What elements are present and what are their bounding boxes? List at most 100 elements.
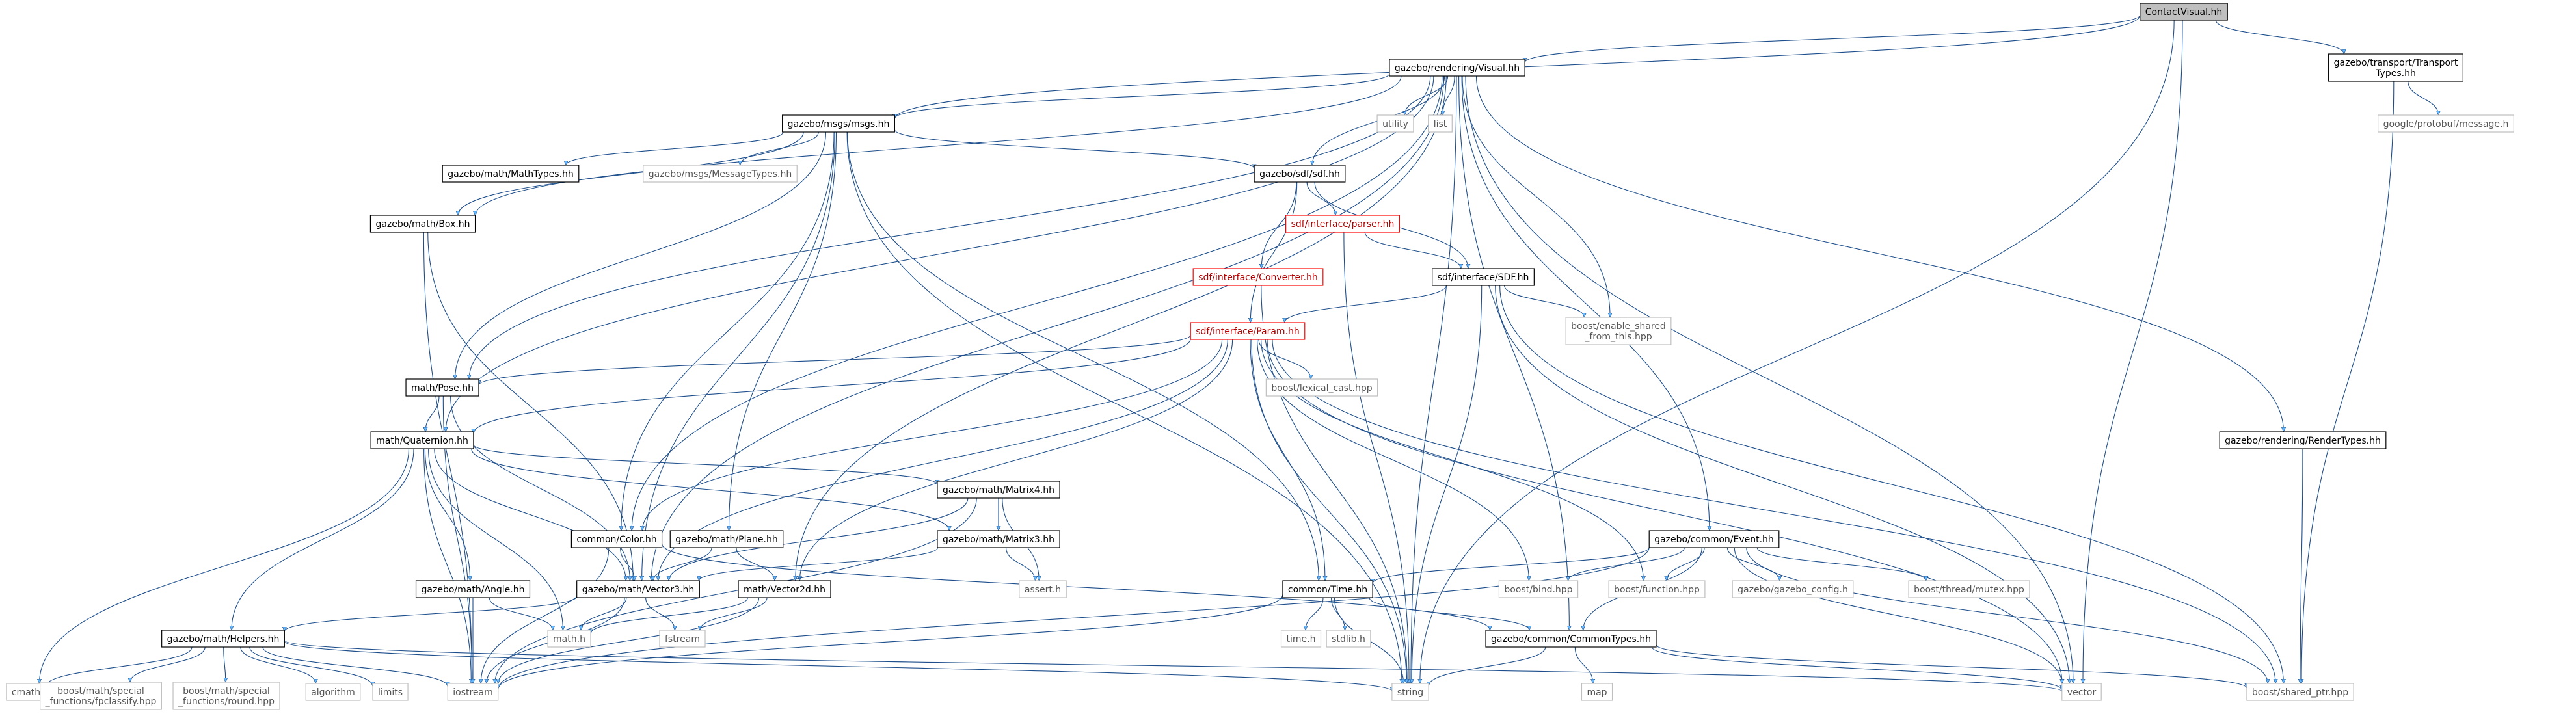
node-label: math/Vector2d.hh	[744, 585, 825, 595]
node-label: gazebo/math/Plane.hh	[675, 535, 778, 545]
edge-visual-to-event	[1461, 75, 1710, 531]
node-box	[2328, 53, 2463, 82]
node-label: common/Color.hh	[576, 535, 656, 545]
node-label: sdf/interface/Param.hh	[1196, 326, 1300, 337]
edge-box-to-iostream	[423, 232, 472, 683]
edge-parser-to-string	[1343, 232, 1409, 683]
node-label: gazebo/math/Matrix4.hh	[943, 485, 1054, 496]
node-quaternion[interactable]: math/Quaternion.hh	[370, 431, 474, 449]
node-helpers[interactable]: gazebo/math/Helpers.hh	[161, 630, 285, 648]
node-angle[interactable]: gazebo/math/Angle.hh	[415, 580, 531, 598]
node-shared-ptr: boost/shared_ptr.hpp	[2246, 683, 2354, 701]
edge-visual-to-commontypes	[1458, 75, 1570, 630]
node-box	[369, 215, 476, 233]
node-label: fstream	[665, 634, 700, 644]
node-utility: utility	[1376, 114, 1414, 133]
node-box	[1192, 268, 1324, 286]
node-mutex: boost/thread/mutex.hpp	[1908, 580, 2030, 598]
node-label: boost/bind.hpp	[1504, 585, 1572, 595]
node-matrix4[interactable]: gazebo/math/Matrix4.hh	[937, 481, 1060, 499]
edge-plane-to-vector2d	[736, 547, 775, 581]
node-pose[interactable]: math/Pose.hh	[405, 378, 479, 397]
node-box	[547, 630, 591, 648]
edge-event-to-function	[1667, 547, 1705, 581]
edge-param-to-shared-ptr	[1272, 339, 2275, 683]
edge-param-to-time	[1250, 339, 1325, 581]
node-vector2d[interactable]: math/Vector2d.hh	[738, 580, 831, 598]
node-box	[2378, 114, 2514, 133]
node-label: boost/lexical_cast.hpp	[1271, 383, 1372, 393]
node-vector3[interactable]: gazebo/math/Vector3.hh	[576, 580, 700, 598]
edge-time-to-iostream	[498, 594, 1283, 689]
node-box	[1648, 530, 1780, 548]
edge-visual-to-pose	[469, 75, 1431, 379]
edge-vector2d-to-mathh	[591, 597, 748, 633]
node-label: boost/enable_shared	[1571, 321, 1666, 332]
node-box	[937, 481, 1060, 499]
node-fstream: fstream	[659, 630, 706, 648]
edge-helpers-to-string	[284, 641, 1392, 691]
edge-commontypes-to-string	[1429, 646, 1546, 686]
node-box	[1326, 630, 1371, 648]
node-matrix3[interactable]: gazebo/math/Matrix3.hh	[937, 530, 1060, 548]
node-plane[interactable]: gazebo/math/Plane.hh	[669, 530, 784, 548]
node-label: cmath	[12, 687, 40, 698]
edge-helpers-to-cmath	[46, 646, 193, 687]
edge-time-to-commontypes	[1369, 597, 1529, 630]
node-label: gazebo/transport/Transport	[2334, 58, 2458, 68]
edge-helpers-to-iostream	[262, 646, 448, 687]
edge-matrix3-to-assert	[1005, 547, 1036, 581]
node-time[interactable]: common/Time.hh	[1282, 580, 1373, 598]
node-event[interactable]: gazebo/common/Event.hh	[1648, 530, 1780, 548]
edge-param-to-quaternion	[474, 338, 1191, 434]
edge-helpers-to-algorithm	[240, 646, 315, 683]
edge-commontypes-to-map	[1574, 646, 1592, 683]
node-box	[643, 165, 798, 183]
edge-commontypes-to-shared-ptr	[1656, 644, 2247, 688]
node-box	[669, 530, 784, 548]
edge-visual-to-list	[1443, 75, 1455, 115]
node-label: math/Quaternion.hh	[376, 436, 468, 446]
edge-vector2d-to-iostream	[498, 597, 760, 683]
node-box[interactable]: gazebo/math/Box.hh	[369, 215, 476, 233]
node-param[interactable]: sdf/interface/Param.hh	[1190, 322, 1306, 340]
node-mathtypes[interactable]: gazebo/math/MathTypes.hh	[442, 165, 580, 183]
node-converter[interactable]: sdf/interface/Converter.hh	[1192, 268, 1324, 286]
node-box	[937, 530, 1060, 548]
node-box	[405, 378, 479, 397]
node-label: boost/math/special	[183, 686, 270, 696]
edge-param-to-bind	[1257, 339, 1529, 581]
edge-sdf-to-shared-ptr	[1499, 285, 2284, 683]
edge-visual-to-vector3	[651, 75, 1445, 581]
node-color[interactable]: common/Color.hh	[570, 530, 663, 548]
node-label: _functions/fpclassify.hpp	[45, 696, 157, 707]
edge-matrix3-to-vector3	[699, 547, 939, 581]
edge-contactvisual-to-transporttypes	[2215, 20, 2344, 54]
node-protobuf: google/protobuf/message.h	[2378, 114, 2514, 133]
edge-vector3-to-mathh	[581, 597, 627, 630]
node-label: common/Time.hh	[1288, 585, 1367, 595]
node-box	[1581, 683, 1613, 701]
node-sdf[interactable]: sdf/interface/SDF.hh	[1432, 268, 1535, 286]
node-box	[1732, 580, 1854, 598]
node-box	[1565, 317, 1672, 345]
node-visual[interactable]: gazebo/rendering/Visual.hh	[1389, 59, 1525, 77]
edge-param-to-pose	[479, 334, 1191, 385]
dependency-edges	[40, 14, 2439, 691]
node-rendertypes[interactable]: gazebo/rendering/RenderTypes.hh	[2219, 431, 2387, 449]
node-contactvisual[interactable]: ContactVisual.hh	[2140, 3, 2228, 21]
node-commontypes[interactable]: gazebo/common/CommonTypes.hh	[1485, 630, 1657, 648]
node-stdlib: stdlib.h	[1326, 630, 1371, 648]
edge-visual-to-vector2d	[796, 75, 1447, 581]
node-mathh: math.h	[547, 630, 591, 648]
edge-color-to-vector3	[620, 547, 635, 581]
node-label: _from_this.hpp	[1584, 332, 1652, 342]
node-msgs[interactable]: gazebo/msgs/msgs.hh	[782, 114, 895, 133]
node-sdf[interactable]: gazebo/sdf/sdf.hh	[1254, 165, 1346, 183]
edge-quaternion-to-matrix4	[473, 444, 937, 484]
node-parser[interactable]: sdf/interface/parser.hh	[1285, 215, 1400, 233]
edge-parser-to-sdf	[1364, 232, 1461, 269]
node-label: string	[1397, 687, 1423, 698]
node-label: boost/thread/mutex.hpp	[1914, 585, 2024, 595]
